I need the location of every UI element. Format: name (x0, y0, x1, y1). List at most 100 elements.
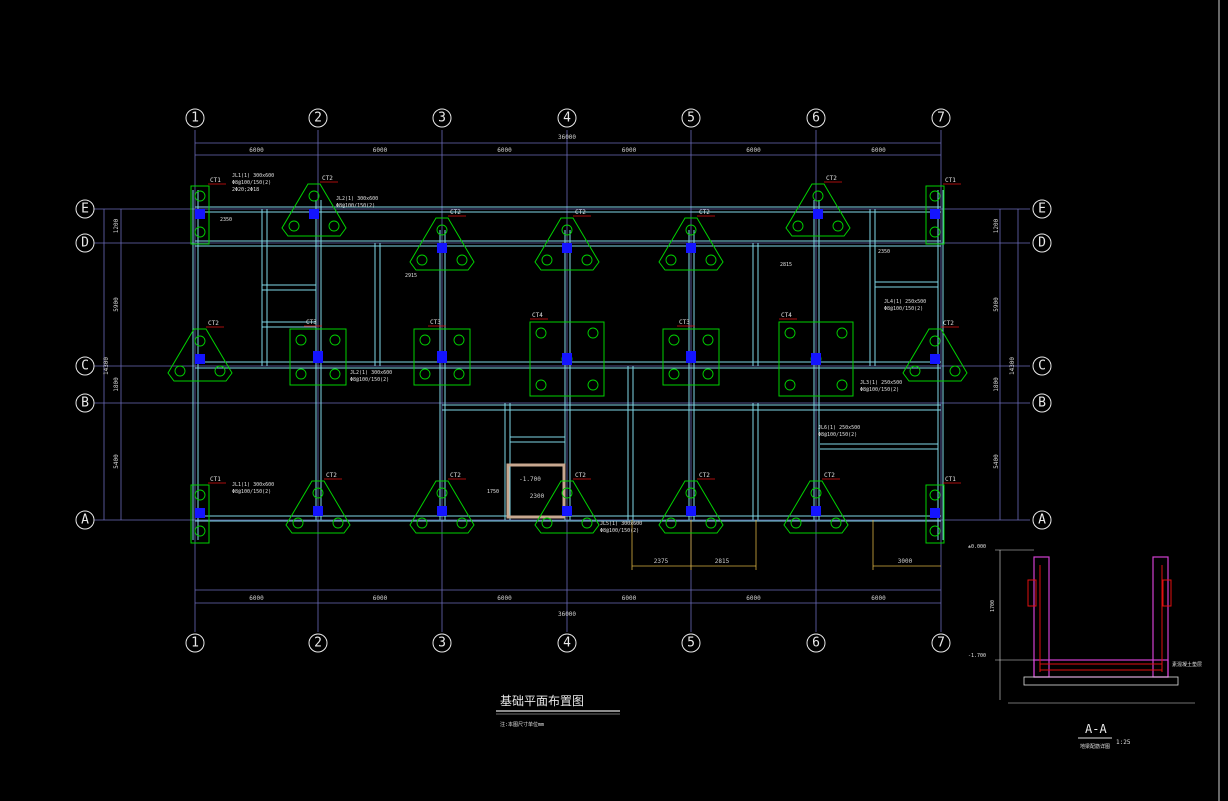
foundation-tag: CT2 (826, 175, 837, 182)
square-pile-cap[interactable]: CT3 (662, 319, 720, 386)
foundation-tag: CT3 (430, 319, 441, 326)
pit-width-label: 2300 (530, 493, 545, 500)
strip-pile-cap[interactable]: CT1 (925, 476, 961, 544)
axis-label-C: C (1038, 359, 1046, 374)
foundation-tag: CT4 (532, 312, 543, 319)
pile (705, 254, 717, 266)
strip-pile-cap[interactable]: CT1 (190, 177, 226, 245)
triangle-pile-cap[interactable]: CT2 (658, 472, 724, 534)
column (930, 508, 940, 518)
pile (702, 368, 714, 380)
pile (929, 525, 941, 537)
triangle-pile-cap[interactable]: CT2 (783, 472, 849, 534)
foundation-tag: CT4 (781, 312, 792, 319)
beam-label-3b: Φ8@100/150(2) (232, 489, 271, 495)
triangle-pile-cap[interactable]: CT2 (167, 320, 233, 382)
beam-label-6: JL4(1) 250x500 (884, 299, 926, 305)
yellow-dims (631, 520, 941, 570)
span-dim-bottom: 6000 (622, 595, 637, 602)
span-dim-vertical: 5900 (113, 297, 120, 312)
pile (419, 368, 431, 380)
axis-bubble-E (1032, 199, 1052, 219)
section-elev-bottom: -1.700 (968, 653, 986, 659)
section-subtitle: 地梁配筋详图 (1080, 743, 1110, 750)
axis-bubble-D (1032, 233, 1052, 253)
section-cover-note: 素混凝土垫层 (1172, 661, 1202, 668)
axis-bubble-3 (432, 633, 452, 653)
pile (909, 365, 921, 377)
column (811, 506, 821, 516)
axis-bubble-7 (931, 633, 951, 653)
axis-label-A: A (81, 513, 89, 528)
pile (702, 334, 714, 346)
span-dim-bottom: 6000 (497, 595, 512, 602)
pile (436, 224, 448, 236)
beam-label-1: JL1(1) 300x600 (232, 173, 274, 179)
pile (665, 517, 677, 529)
section-height: 1700 (990, 600, 996, 612)
span-dim-top: 6000 (871, 147, 886, 154)
dim-2815-b: 2815 (780, 262, 792, 268)
triangle-pile-cap[interactable]: CT2 (285, 472, 351, 534)
pile (836, 379, 848, 391)
axis-bubble-C (1032, 356, 1052, 376)
square-pile-cap[interactable]: CT3 (289, 319, 347, 386)
axis-bubble-6 (806, 633, 826, 653)
triangle-pile-cap[interactable]: CT2 (281, 175, 347, 237)
triangle-pile-cap[interactable]: CT2 (902, 320, 968, 382)
axis-bubble-A (1032, 510, 1052, 530)
triangle-pile-cap[interactable]: CT2 (658, 209, 724, 271)
axis-bubble-B (1032, 393, 1052, 413)
triangle-pile-cap[interactable]: CT2 (534, 472, 600, 534)
total-dim-vertical: 14300 (1009, 357, 1016, 375)
triangle-pile-cap[interactable]: CT2 (785, 175, 851, 237)
foundation-tag: CT1 (210, 177, 221, 184)
pile (561, 224, 573, 236)
section-scale: 1:25 (1116, 739, 1131, 746)
section-title: A-A (1085, 722, 1107, 736)
column (195, 209, 205, 219)
pit-elevation-label: -1.700 (519, 476, 541, 483)
axis-bubble-4 (557, 633, 577, 653)
pile (668, 334, 680, 346)
axis-bubble-1 (185, 633, 205, 653)
pile (685, 224, 697, 236)
axis-bubble-A (75, 510, 95, 530)
axis-bubble-E (75, 199, 95, 219)
strip-pile-cap[interactable]: CT1 (925, 177, 961, 245)
strip-pile-cap[interactable]: CT1 (190, 476, 226, 544)
triangle-pile-cap[interactable]: CT2 (409, 209, 475, 271)
pile (784, 379, 796, 391)
pile (587, 327, 599, 339)
span-dim-bottom: 6000 (373, 595, 388, 602)
axis-label-E: E (1038, 202, 1046, 217)
pile (705, 517, 717, 529)
dim-2815: 2815 (715, 558, 730, 565)
triangle-pile-cap[interactable]: CT2 (409, 472, 475, 534)
pile (685, 487, 697, 499)
pile (174, 365, 186, 377)
foundation-tag: CT3 (306, 319, 317, 326)
beam-label-6b: Φ8@100/150(2) (884, 306, 923, 312)
square-pile-cap[interactable]: CT3 (413, 319, 471, 386)
axis-label-6: 6 (812, 636, 820, 651)
elevator-pit[interactable] (506, 463, 566, 519)
drawing-note: 注:本图尺寸单位mm (500, 721, 544, 728)
axis-label-7: 7 (937, 111, 945, 126)
large-pile-cap[interactable]: CT4 (529, 312, 605, 397)
column (437, 243, 447, 253)
axis-label-C: C (81, 359, 89, 374)
pile (456, 254, 468, 266)
pile (329, 334, 341, 346)
large-pile-cap[interactable]: CT4 (778, 312, 854, 397)
triangle-pile-cap[interactable]: CT2 (534, 209, 600, 271)
pile (214, 365, 226, 377)
beam-label-4: JL2(1) 300x600 (350, 370, 392, 376)
section-detail[interactable]: ±0.000 -1.700 1700 素混凝土垫层 A-A 1:25 地梁配筋详… (968, 544, 1202, 750)
column (309, 209, 319, 219)
